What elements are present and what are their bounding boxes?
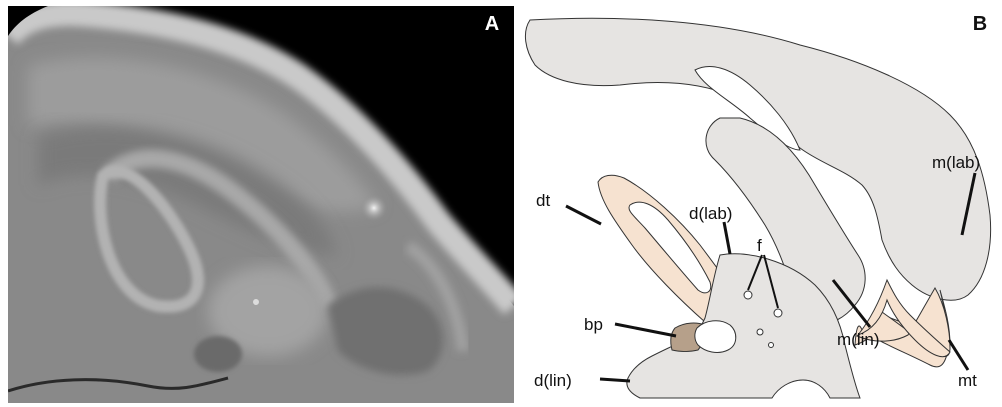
scan-small-spot bbox=[253, 299, 259, 305]
large-foramen bbox=[695, 321, 736, 353]
leader-d-lin bbox=[600, 379, 630, 381]
label-dt: dt bbox=[536, 191, 550, 210]
label-m-lab: m(lab) bbox=[932, 153, 980, 172]
label-m-lin: m(lin) bbox=[837, 330, 880, 349]
foramen-1 bbox=[744, 291, 752, 299]
label-f: f bbox=[757, 236, 762, 255]
scan-bright-spot bbox=[360, 194, 388, 222]
scan-dark-blob bbox=[194, 336, 242, 372]
foramen-2 bbox=[774, 309, 782, 317]
leader-mt bbox=[949, 340, 968, 370]
label-mt: mt bbox=[958, 371, 977, 390]
leader-dt bbox=[566, 206, 601, 224]
diagram-svg: B m( bbox=[518, 0, 1002, 407]
panel-a-letter: A bbox=[485, 13, 499, 35]
label-d-lin: d(lin) bbox=[534, 371, 572, 390]
panel-a-scan-image: A bbox=[8, 6, 514, 403]
label-bp: bp bbox=[584, 315, 603, 334]
panel-b-letter: B bbox=[973, 13, 987, 35]
leader-bp bbox=[615, 324, 676, 336]
panel-b-diagram: B m( bbox=[518, 0, 1002, 407]
label-d-lab: d(lab) bbox=[689, 204, 732, 223]
foramen-4 bbox=[769, 343, 774, 348]
foramen-3 bbox=[757, 329, 763, 335]
scan-svg: A bbox=[8, 6, 514, 403]
leader-d-lab bbox=[724, 222, 730, 254]
